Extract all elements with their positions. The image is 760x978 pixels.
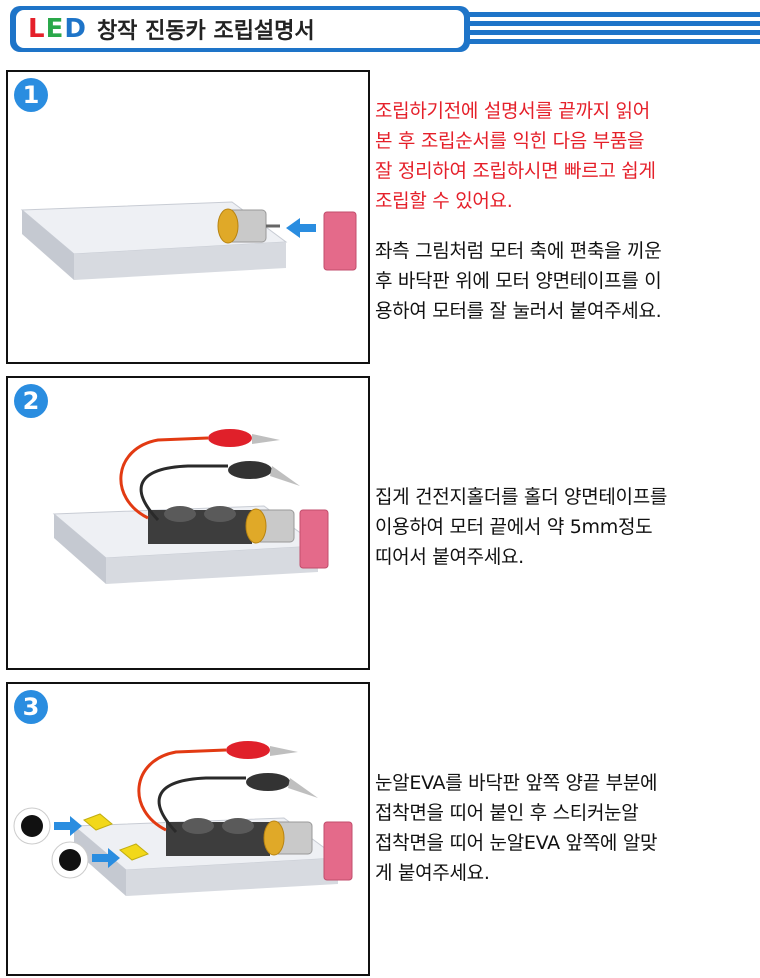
step-3-panel: 3 (6, 682, 370, 976)
black-wire (157, 776, 246, 834)
red-wire (137, 748, 227, 832)
step-number: 3 (14, 690, 48, 724)
base-board-side (126, 858, 338, 896)
eva-pad (83, 813, 113, 831)
step-1-intro: 조립하기전에 설명서를 끝까지 읽어 본 후 조립순서를 익힌 다음 부품을 잘… (375, 100, 656, 212)
red-wire (119, 436, 209, 520)
eccentric-weight (323, 211, 357, 271)
base-board-edge (22, 210, 74, 280)
motor (217, 208, 280, 244)
step-2-illustration (52, 429, 329, 584)
black-alligator-clip (228, 461, 300, 486)
title-led-logo: LED (28, 14, 87, 44)
step-3-illustration (13, 741, 353, 896)
step-1-illustration (20, 201, 357, 280)
eccentric-weight (299, 509, 329, 569)
header-stripe (468, 21, 760, 26)
black-wire (139, 464, 228, 522)
step-1-panel: 1 (6, 70, 370, 364)
header-stripe (468, 12, 760, 17)
battery-holder (148, 506, 252, 544)
red-alligator-clip (208, 429, 280, 447)
step-number: 1 (14, 78, 48, 112)
header-stripe (468, 30, 760, 35)
base-board-side (74, 242, 286, 280)
header: LED 창작 진동카 조립설명서 (0, 0, 760, 60)
eva-pad (119, 843, 149, 861)
black-alligator-clip (246, 773, 318, 798)
base-board-edge (54, 514, 106, 584)
eccentric-weight (323, 821, 353, 881)
step-1-body: 좌측 그림처럼 모터 축에 편축을 끼운 후 바닥판 위에 모터 양면테이프를 … (375, 240, 662, 322)
page-title: 창작 진동카 조립설명서 (96, 19, 315, 44)
step-2-body: 집게 건전지홀더를 홀더 양면테이프를 이용하여 모터 끝에서 약 5mm정도 … (375, 486, 668, 568)
googly-eye-icon (13, 807, 51, 845)
motor (245, 508, 295, 544)
step-number: 2 (14, 384, 48, 418)
base-board-side (106, 546, 318, 584)
googly-eye-icon (51, 841, 89, 879)
header-stripe (468, 39, 760, 44)
step-3-body: 눈알EVA를 바닥판 앞쪽 양끝 부분에 접착면을 띠어 붙인 후 스티커눈알 … (375, 772, 658, 884)
arrow-right-icon (54, 816, 82, 836)
red-alligator-clip (226, 741, 298, 759)
battery-holder (166, 818, 270, 856)
title-banner: LED 창작 진동카 조립설명서 (10, 6, 470, 52)
motor (263, 820, 313, 856)
arrow-left-icon (286, 218, 316, 238)
arrow-right-icon (92, 848, 120, 868)
step-2-panel: 2 (6, 376, 370, 670)
